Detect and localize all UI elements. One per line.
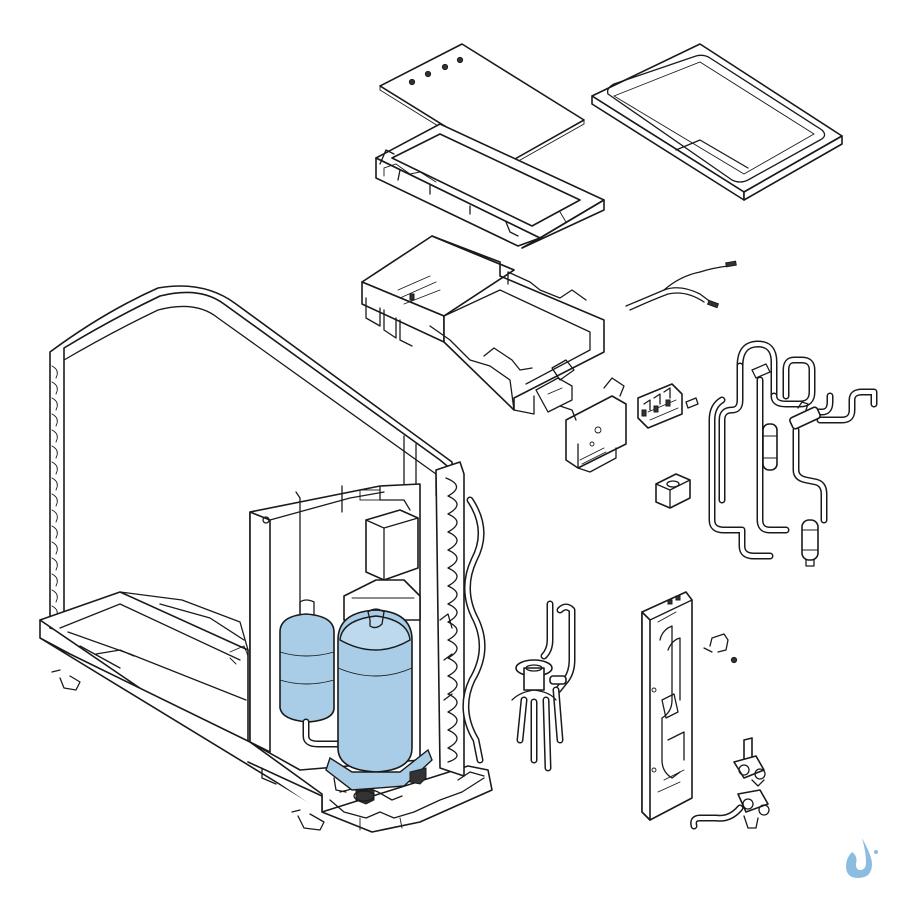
side-panel	[641, 591, 693, 821]
accumulator	[279, 599, 350, 748]
condenser-coil-right	[435, 461, 486, 777]
clip-small	[703, 633, 738, 664]
reactor-coil	[655, 473, 691, 509]
accumulator-body	[279, 613, 335, 723]
electrical-box-tray	[375, 123, 605, 249]
terminal-bracket	[559, 377, 627, 473]
electronic-module	[343, 509, 421, 621]
control-box	[361, 235, 605, 415]
compressor-body	[337, 609, 413, 773]
top-lid	[591, 43, 843, 201]
coil-fins-left	[51, 365, 58, 619]
expansion-valve-assembly	[511, 600, 576, 772]
brand-logo-icon	[846, 838, 878, 878]
sensor-wire	[625, 260, 737, 311]
compressor	[325, 608, 433, 805]
compressor-top	[339, 615, 411, 651]
service-valves	[690, 737, 770, 830]
four-way-valve-assembly	[708, 340, 878, 567]
compressor-foot	[325, 748, 433, 791]
terminal-block	[637, 383, 699, 429]
